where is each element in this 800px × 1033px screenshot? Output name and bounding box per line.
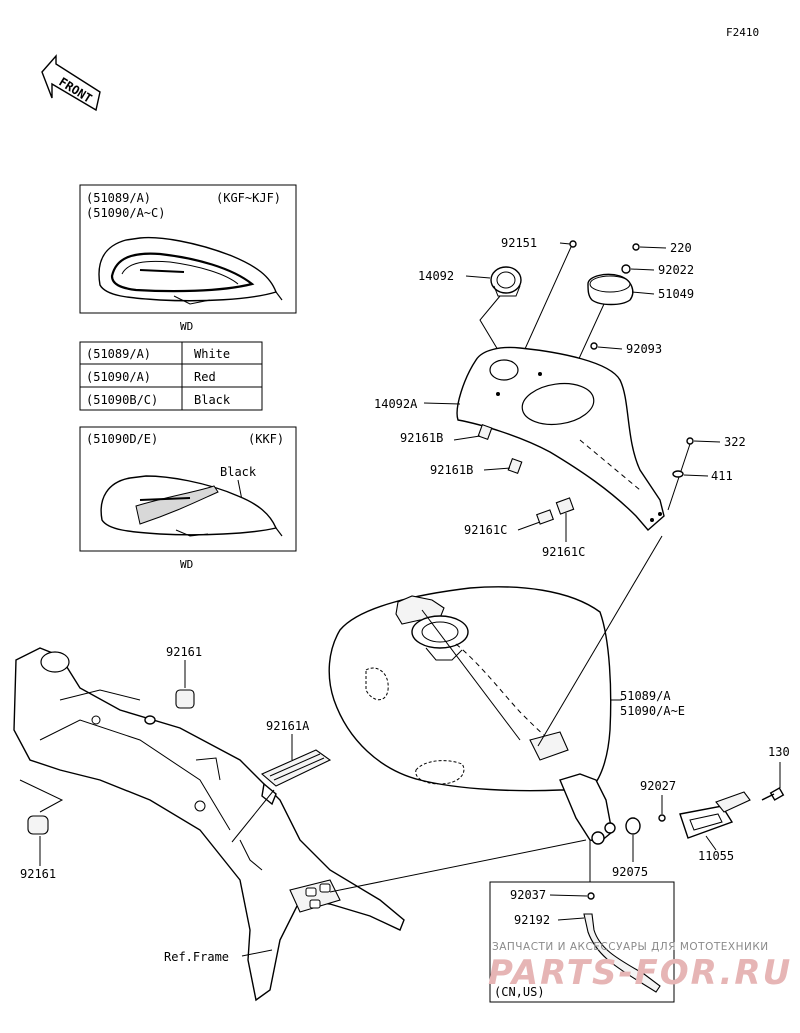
rubber-bumper-icon xyxy=(27,815,49,835)
callout-51089: 51089/A xyxy=(620,689,671,703)
callout-220: 220 xyxy=(670,241,692,255)
region-label: (CN,US) xyxy=(494,985,545,999)
damper-pad-icon xyxy=(555,497,575,515)
callout-92037: 92037 xyxy=(510,888,546,902)
callout-14092A: 14092A xyxy=(374,397,418,411)
callout-130: 130 xyxy=(768,745,790,759)
hose-icon xyxy=(583,913,661,993)
callout-92075: 92075 xyxy=(612,865,648,879)
tank-illustration-icon xyxy=(100,475,283,537)
callout-92192: 92192 xyxy=(514,913,550,927)
watermark-logo: PARTS-FOR.RU xyxy=(488,953,792,993)
inset-top: (51089/A) (51090/A~C) (KGF~KJF) WD xyxy=(79,184,297,333)
fuel-cap-icon xyxy=(587,273,634,306)
callout-92161B-2: 92161B xyxy=(430,463,473,477)
callout-92027: 92027 xyxy=(640,779,676,793)
washer-icon xyxy=(621,264,631,274)
bolt-icon xyxy=(761,787,785,801)
callout-92161B-1: 92161B xyxy=(400,431,443,445)
collar-icon xyxy=(658,814,666,822)
damper-pad-icon xyxy=(507,457,523,475)
bolt-icon xyxy=(686,437,694,445)
callout-92161A: 92161A xyxy=(266,719,310,733)
grommet-icon xyxy=(590,342,598,350)
damper-pad-icon xyxy=(477,423,493,441)
inset-top-models: (KGF~KJF) xyxy=(216,191,281,205)
inset-bottom-models: (KKF) xyxy=(248,432,284,446)
inset-bottom-line1: (51090D/E) xyxy=(86,432,158,446)
color-table: (51089/A) White (51090/A) Red (51090B/C)… xyxy=(79,341,263,411)
color-table-color: Black xyxy=(194,393,231,407)
inset-bottom-caption: WD xyxy=(180,558,193,571)
color-table-part: (51090B/C) xyxy=(86,393,158,407)
color-table-part: (51089/A) xyxy=(86,347,151,361)
tank-cover-icon xyxy=(456,346,665,531)
front-arrow-icon: FRONT xyxy=(41,54,101,112)
figure-code: F2410 xyxy=(726,26,759,39)
callout-92161C-2: 92161C xyxy=(542,545,585,559)
callout-11055: 11055 xyxy=(698,849,734,863)
color-table-color: White xyxy=(194,347,230,361)
ref-frame-label: Ref.Frame xyxy=(164,950,229,964)
callout-322: 322 xyxy=(724,435,746,449)
callout-92022: 92022 xyxy=(658,263,694,277)
callout-92161-top: 92161 xyxy=(166,645,202,659)
bracket-icon xyxy=(679,791,751,839)
damper-strip-icon xyxy=(260,749,332,806)
callout-411: 411 xyxy=(711,469,733,483)
callout-92151: 92151 xyxy=(501,236,537,250)
color-table-color: Red xyxy=(194,370,216,384)
inset-bottom-color-label: Black xyxy=(220,465,257,479)
bolt-icon xyxy=(569,240,577,248)
inset-top-caption: WD xyxy=(180,320,193,333)
watermark-line1: ЗАПЧАСТИ И АКСЕССУАРЫ ДЛЯ МОТОТЕХНИКИ xyxy=(492,941,769,953)
gauge-ring-icon xyxy=(490,266,522,297)
damper-pad-icon xyxy=(536,509,554,525)
inset-bottom: (51090D/E) (KKF) Black WD xyxy=(79,426,297,571)
clip-icon xyxy=(587,892,595,900)
callout-51049: 51049 xyxy=(658,287,694,301)
callout-51090: 51090/A~E xyxy=(620,704,685,718)
screw-icon xyxy=(632,243,640,251)
callout-14092: 14092 xyxy=(418,269,454,283)
grommet-icon xyxy=(625,817,641,835)
callout-92093: 92093 xyxy=(626,342,662,356)
tank-illustration-icon xyxy=(98,236,283,305)
rubber-bumper-icon xyxy=(144,689,195,725)
callout-92161-left: 92161 xyxy=(20,867,56,881)
callout-92161C-1: 92161C xyxy=(464,523,507,537)
inset-top-line2: (51090/A~C) xyxy=(86,206,165,220)
color-table-part: (51090/A) xyxy=(86,370,151,384)
inset-top-line1: (51089/A) xyxy=(86,191,151,205)
fuel-tank-icon xyxy=(328,586,616,845)
washer-icon xyxy=(672,470,684,478)
frame-icon xyxy=(13,647,405,1002)
